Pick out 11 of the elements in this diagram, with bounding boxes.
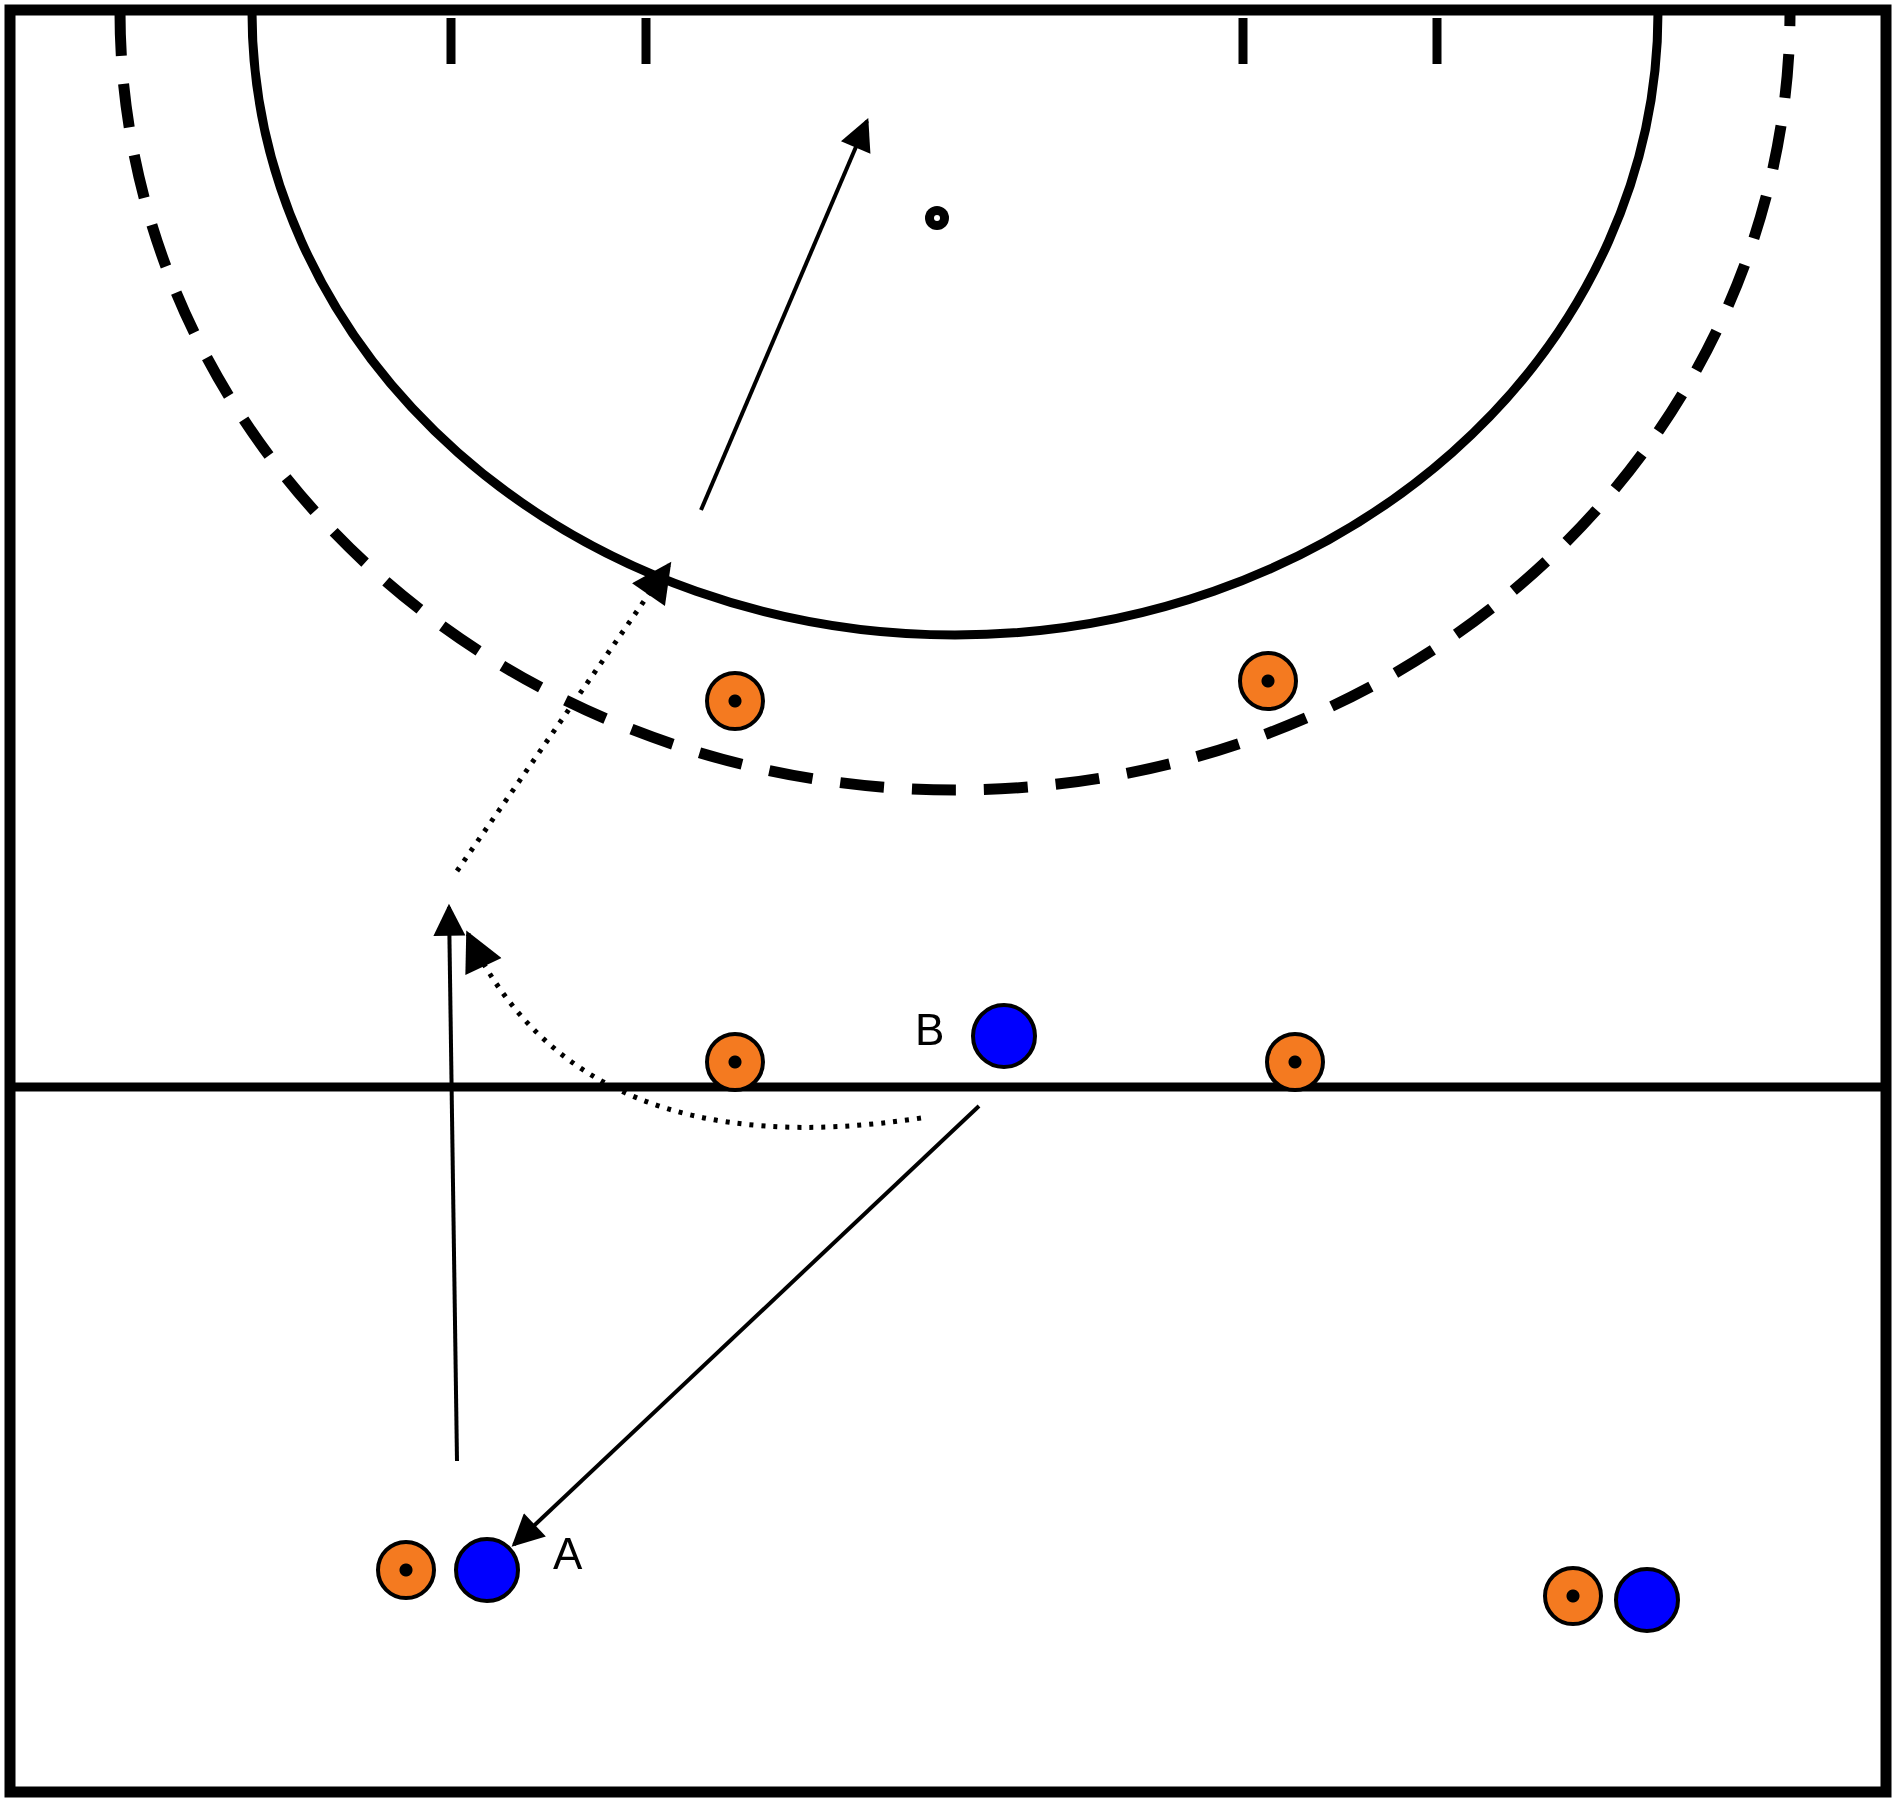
player-label: A [553,1532,583,1576]
cone-marker [705,671,765,731]
arrow [511,1104,981,1547]
cone-marker [1543,1566,1603,1626]
player-label: B [915,1008,945,1052]
cone-marker [376,1540,436,1600]
cone-marker [1238,651,1298,711]
arrow [433,903,466,1462]
arrow [465,930,922,1130]
cone-marker [705,1032,765,1092]
cone-marker [1265,1032,1325,1092]
